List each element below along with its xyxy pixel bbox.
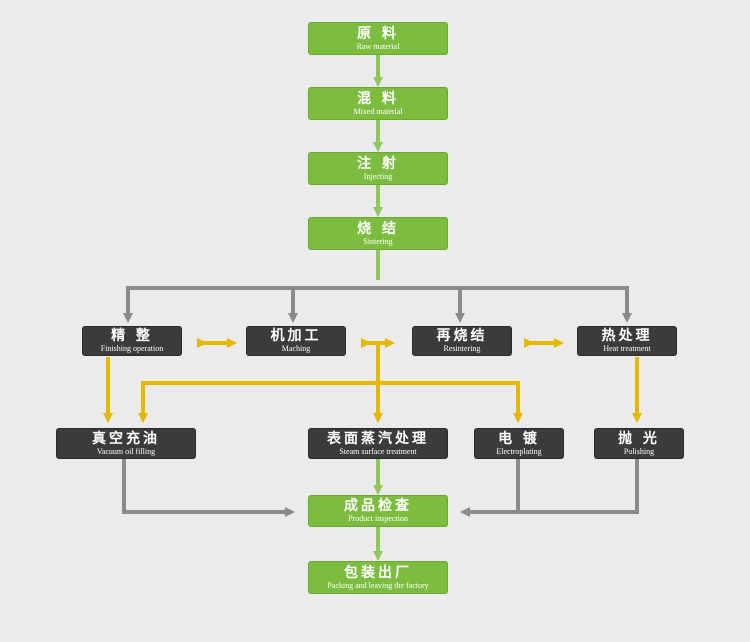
arrow-vacuum-to-inspection	[122, 459, 295, 517]
step-heat-treatment-cn: 热处理	[601, 328, 653, 344]
step-product-inspection: 成品检查 Product inspection	[308, 495, 448, 527]
step-machining-cn: 机加工	[270, 328, 322, 344]
step-finishing-cn: 精 整	[111, 328, 153, 344]
step-polishing-cn: 抛 光	[618, 430, 660, 447]
yellow-distribution-bar	[141, 381, 523, 423]
step-polishing: 抛 光 Polishing	[594, 428, 684, 459]
step-product-inspection-cn: 成品检查	[344, 498, 412, 514]
step-raw-material-en: Raw material	[356, 41, 400, 51]
step-mixed-material-cn: 混 料	[357, 90, 399, 107]
step-mixed-material: 混 料 Mixed material	[308, 87, 448, 120]
arrow-right-to-inspection	[460, 459, 520, 517]
step-steam-surface-treatment-cn: 表面蒸汽处理	[327, 430, 429, 447]
step-injecting: 注 射 Injecting	[308, 152, 448, 185]
step-machining-en: Maching	[281, 344, 311, 353]
step-machining: 机加工 Maching	[246, 326, 346, 356]
step-polishing-en: Polishing	[623, 446, 655, 456]
step-raw-material-cn: 原 料	[357, 25, 399, 42]
step-injecting-en: Injecting	[363, 171, 393, 181]
step-injecting-cn: 注 射	[357, 155, 399, 172]
step-resintering-en: Resintering	[443, 344, 481, 353]
step-product-inspection-en: Product inspection	[348, 514, 408, 523]
step-vacuum-oil-filling-cn: 真空充油	[92, 430, 160, 447]
step-finishing-en: Finishing operation	[100, 344, 164, 353]
step-sintering-en: Sintering	[363, 236, 393, 246]
gray-distribution-bar	[126, 286, 629, 318]
step-vacuum-oil-filling-en: Vacuum oil filling	[96, 446, 156, 456]
step-heat-treatment-en: Heat treatment	[603, 344, 651, 353]
step-electroplating: 电 镀 Electroplating	[474, 428, 564, 459]
step-finishing: 精 整 Finishing operation	[82, 326, 182, 356]
step-raw-material: 原 料 Raw material	[308, 22, 448, 55]
step-packing: 包装出厂 Packing and leaving the factory	[308, 561, 448, 594]
step-packing-cn: 包装出厂	[344, 564, 412, 581]
step-sintering: 烧 结 Sintering	[308, 217, 448, 250]
step-steam-surface-treatment: 表面蒸汽处理 Steam surface treatment	[308, 428, 448, 459]
step-electroplating-en: Electroplating	[496, 446, 542, 456]
step-electroplating-cn: 电 镀	[498, 430, 540, 447]
arrow-polishing-to-inspection	[518, 459, 639, 514]
step-steam-surface-treatment-en: Steam surface treatment	[339, 446, 417, 456]
step-packing-en: Packing and leaving the factory	[327, 580, 429, 590]
step-sintering-cn: 烧 结	[357, 220, 399, 237]
step-mixed-material-en: Mixed material	[353, 106, 403, 116]
step-resintering-cn: 再烧结	[436, 328, 488, 344]
step-vacuum-oil-filling: 真空充油 Vacuum oil filling	[56, 428, 196, 459]
step-heat-treatment: 热处理 Heat treatment	[577, 326, 677, 356]
step-resintering: 再烧结 Resintering	[412, 326, 512, 356]
